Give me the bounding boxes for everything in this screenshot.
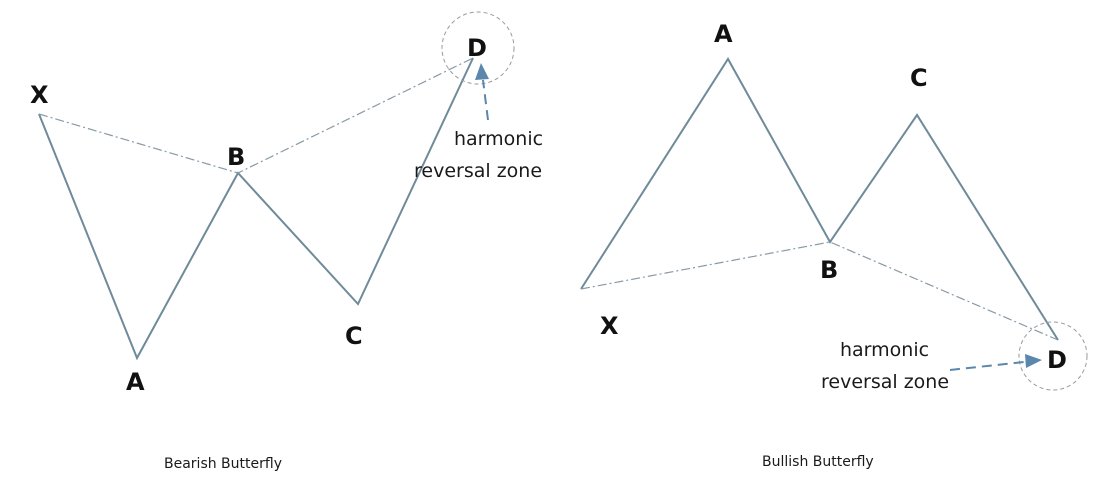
bearish-zone-arrow-head-icon [475,63,489,80]
bullish-label-a: A [714,20,733,48]
bearish-zone-arrow-line [482,79,489,121]
bullish-label-b: B [820,256,838,284]
bullish-reversal-zone-circle [1018,321,1088,391]
bullish-price-legs [580,57,1059,341]
bearish-caption: Bearish Butterfly [164,456,282,472]
bearish-xb-bd-projection-line [38,57,474,174]
bearish-price-legs [38,57,474,361]
bearish-annotation-line2: reversal zone [414,160,542,182]
bullish-zone-arrow-head-icon [1025,354,1042,368]
bearish-butterfly-pattern: X A B C D harmonic reversal zone Bearish… [30,11,543,472]
bullish-butterfly-pattern: X A B C D harmonic reversal zone Bullish… [580,20,1088,470]
bearish-label-c: C [345,322,363,350]
bearish-reversal-zone-circle [441,11,515,85]
bullish-label-c: C [910,64,928,92]
bearish-annotation-line1: harmonic [454,128,543,150]
bullish-annotation-line2: reversal zone [821,371,949,393]
bearish-label-d: D [467,34,487,62]
bearish-label-a: A [126,368,145,396]
bullish-zone-arrow-line [949,361,1025,371]
bearish-label-b: B [227,143,245,171]
bullish-label-d: D [1047,346,1067,374]
bullish-annotation-line1: harmonic [840,339,929,361]
bullish-caption: Bullish Butterfly [762,454,874,470]
bearish-label-x: X [30,81,49,109]
bullish-label-x: X [600,312,619,340]
